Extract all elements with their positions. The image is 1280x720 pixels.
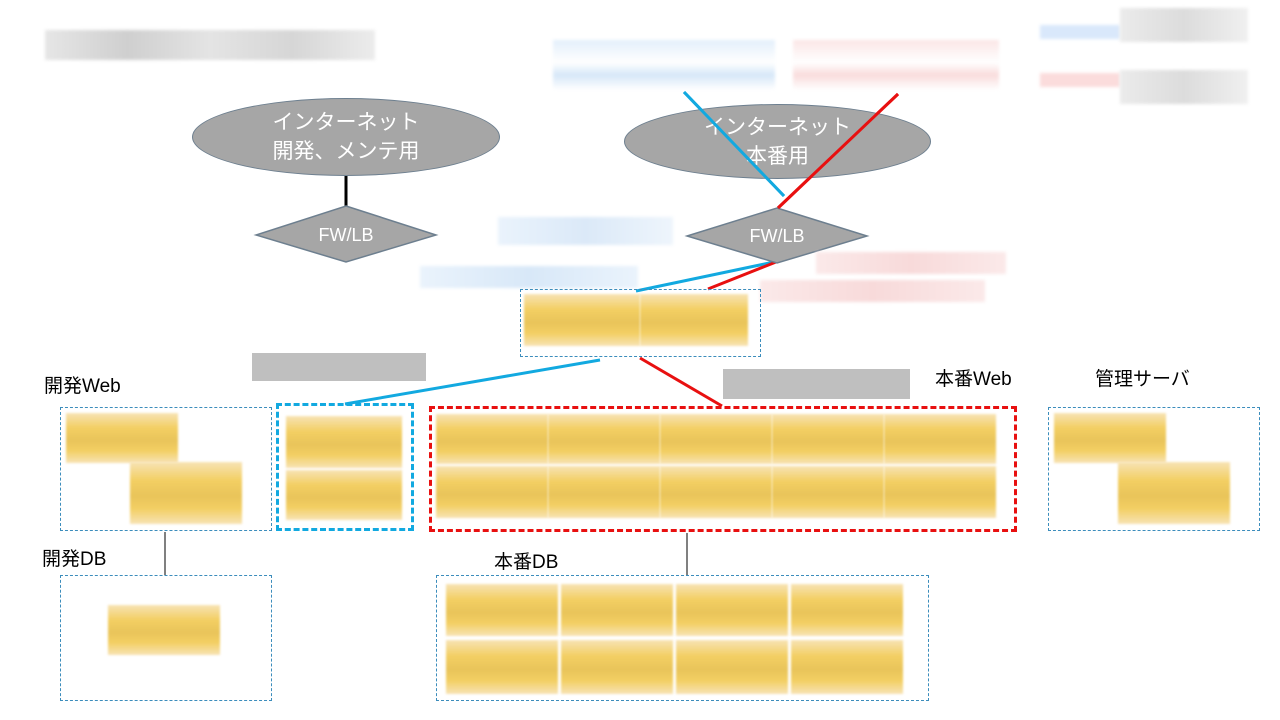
maint-line-proxy-to-web xyxy=(344,358,601,406)
maint-line-fw-to-proxy xyxy=(635,260,775,293)
prod-db-server-3 xyxy=(676,584,788,636)
internet-dev-line1: インターネット xyxy=(272,111,420,134)
prod-db-server-8 xyxy=(791,640,903,694)
prod-db-server-6 xyxy=(561,640,673,694)
prod-db-server-5 xyxy=(446,640,558,694)
maint-annotation-redacted xyxy=(498,217,673,245)
legend-prod-swatch xyxy=(1040,73,1120,87)
fw-dev-label: FW/LB xyxy=(318,224,374,245)
legend-maint-swatch xyxy=(1040,25,1120,39)
dev-web-label: 開発Web xyxy=(44,376,121,397)
dev-db-group xyxy=(60,575,272,701)
maint-line-over-oval xyxy=(682,90,786,198)
internet-prod-line2: 本番用 xyxy=(746,144,809,168)
prod-line-over-oval xyxy=(776,92,900,210)
dev-db-server xyxy=(108,605,220,655)
prod-annotation2-redacted xyxy=(760,280,985,302)
prod-web-server-4 xyxy=(772,414,884,464)
dev-web-server-2 xyxy=(130,462,242,524)
prod-web-group xyxy=(429,406,1017,532)
prod-web-server-9 xyxy=(772,466,884,518)
title-redacted xyxy=(45,30,375,60)
maint-web-server-2 xyxy=(286,470,402,520)
legend-prod-text-redacted xyxy=(1120,70,1248,104)
maint-note-redacted xyxy=(553,40,775,90)
prod-line-fw-to-proxy xyxy=(707,260,777,291)
internet-prod-node: インターネット 本番用 xyxy=(624,104,931,179)
proxy-group xyxy=(520,289,761,357)
prod-web-server-3 xyxy=(660,414,772,464)
dev-web-server-1 xyxy=(66,413,178,463)
fw-prod-label: FW/LB xyxy=(749,225,805,246)
prod-web-server-1 xyxy=(436,414,548,464)
prod-web-server-2 xyxy=(548,414,660,464)
prod-db-label: 本番DB xyxy=(494,552,559,573)
prod-note-redacted xyxy=(793,40,999,90)
prod-db-server-4 xyxy=(791,584,903,636)
admin-server-2 xyxy=(1118,462,1230,524)
internet-dev-line2: 開発、メンテ用 xyxy=(272,140,420,163)
dev-web-group xyxy=(60,407,272,531)
prod-path-label-redacted xyxy=(723,369,910,399)
prod-db-server-7 xyxy=(676,640,788,694)
prod-db-server-2 xyxy=(561,584,673,636)
prod-web-server-6 xyxy=(436,466,548,518)
fw-prod-diamond xyxy=(684,207,870,264)
prod-db-server-1 xyxy=(446,584,558,636)
internet-dev-node: インターネット 開発、メンテ用 xyxy=(192,98,500,176)
dev-db-label: 開発DB xyxy=(42,549,107,570)
admin-server-group xyxy=(1048,407,1260,531)
proxy-server-1 xyxy=(524,294,640,346)
fw-dev-diamond xyxy=(253,205,439,263)
maint-path-label-redacted xyxy=(252,353,426,381)
prod-db-group xyxy=(436,575,929,701)
maint-web-server-1 xyxy=(286,416,402,468)
prod-web-label: 本番Web xyxy=(935,369,1012,390)
internet-prod-line1: インターネット xyxy=(704,115,851,139)
prod-web-server-5 xyxy=(884,414,996,464)
prod-line-proxy-to-web xyxy=(639,356,723,408)
maint-annotation2-redacted xyxy=(420,266,638,288)
prod-web-server-7 xyxy=(548,466,660,518)
prod-web-server-8 xyxy=(660,466,772,518)
prod-annotation-redacted xyxy=(816,252,1006,274)
prod-web-server-10 xyxy=(884,466,996,518)
admin-server-1 xyxy=(1054,413,1166,463)
legend-maint-text-redacted xyxy=(1120,8,1248,42)
proxy-server-2 xyxy=(640,294,748,346)
admin-server-label: 管理サーバ xyxy=(1095,369,1190,390)
maint-web-group xyxy=(276,403,414,531)
